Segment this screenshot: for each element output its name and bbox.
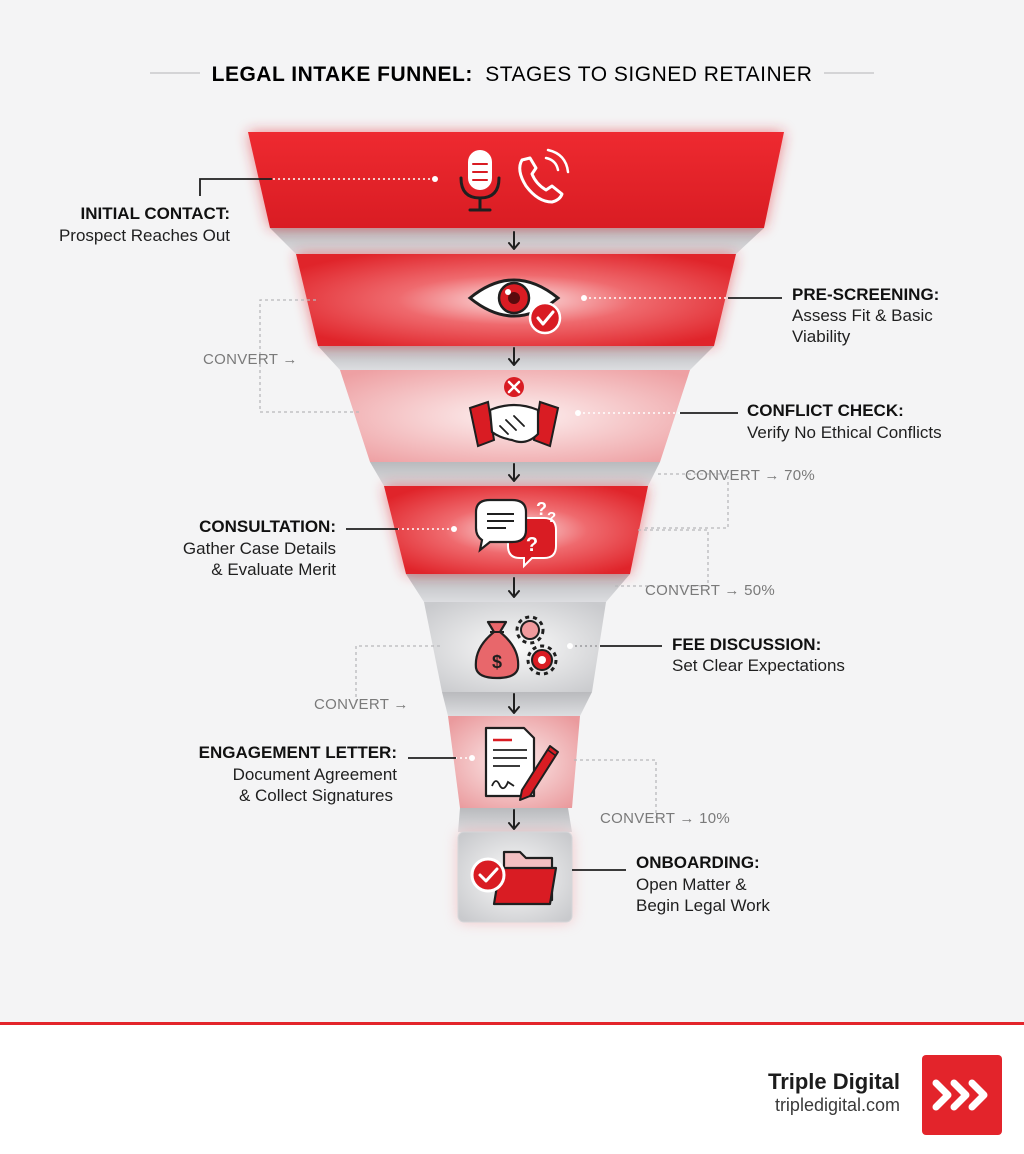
stage-title: CONSULTATION:: [199, 517, 336, 536]
conversion-brackets: [259, 299, 729, 818]
stage-fee-discussion: $: [424, 602, 606, 692]
stage-description: Document Agreement: [233, 765, 398, 784]
stage-description: Open Matter &: [636, 875, 747, 894]
stage-description: Gather Case Details: [183, 539, 336, 558]
eye-check-icon: [467, 278, 562, 335]
down-arrow-icon: [508, 809, 520, 830]
conversion-label: CONVERT → 70%: [685, 467, 815, 484]
brand-url[interactable]: tripledigital.com: [774, 1095, 900, 1115]
folder-check-icon: [470, 850, 558, 906]
stage-description: Prospect Reaches Out: [59, 226, 230, 245]
svg-text:?: ?: [536, 499, 547, 519]
svg-text:?: ?: [547, 509, 556, 526]
down-arrow-icon: [508, 463, 520, 482]
stage-initial-contact: [248, 132, 784, 228]
stage-conflict-check: [340, 370, 690, 462]
conversion-label: CONVERT →: [203, 351, 298, 368]
handshake-x-icon: [468, 377, 560, 448]
stage-consultation: ? ? ?: [384, 486, 648, 574]
stage-title: ONBOARDING:: [636, 853, 760, 872]
money-bag-gears-icon: $: [474, 615, 558, 680]
stage-description: Assess Fit & Basic: [792, 306, 933, 325]
document-pen-icon: [484, 726, 559, 801]
leader-lines: [199, 176, 782, 871]
stage-onboarding: [457, 831, 573, 923]
label-engagement-letter: ENGAGEMENT LETTER: Document Agreement & …: [199, 743, 398, 805]
footer: Triple Digital tripledigital.com: [0, 1022, 1024, 1154]
stage-description: Set Clear Expectations: [672, 656, 845, 675]
stage-description: & Evaluate Merit: [211, 560, 336, 579]
down-arrow-icon: [508, 693, 520, 714]
svg-text:$: $: [492, 652, 502, 672]
stage-description: & Collect Signatures: [239, 786, 393, 805]
triple-chevron-icon: [922, 1055, 1002, 1135]
stage-title: PRE-SCREENING:: [792, 285, 939, 304]
label-consultation: CONSULTATION: Gather Case Details & Eval…: [183, 517, 336, 579]
stage-title: FEE DISCUSSION:: [672, 635, 821, 654]
page-title: LEGAL INTAKE FUNNEL: STAGES TO SIGNED RE…: [150, 63, 874, 86]
stage-title: ENGAGEMENT LETTER:: [199, 743, 397, 762]
label-initial-contact: INITIAL CONTACT: Prospect Reaches Out: [59, 204, 230, 245]
label-pre-screening: PRE-SCREENING: Assess Fit & Basic Viabil…: [792, 285, 939, 346]
stage-pre-screening: [296, 254, 736, 346]
stage-description: Verify No Ethical Conflicts: [747, 423, 942, 442]
stage-engagement-letter: [448, 716, 580, 808]
conversion-label: CONVERT → 10%: [600, 810, 730, 827]
stage-description: Viability: [792, 327, 851, 346]
stage-description: Begin Legal Work: [636, 896, 770, 915]
stage-title: INITIAL CONTACT:: [80, 204, 230, 223]
flow-arrows: [508, 231, 520, 830]
down-arrow-icon: [508, 231, 520, 250]
stage-5-segment: [424, 602, 606, 692]
stage-1-segment: [248, 132, 784, 228]
down-arrow-icon: [508, 577, 520, 598]
chat-question-icon: ? ? ?: [474, 498, 557, 569]
down-arrow-icon: [508, 347, 520, 366]
svg-text:?: ?: [526, 534, 538, 556]
title-bold: LEGAL INTAKE FUNNEL:: [212, 63, 473, 86]
label-onboarding: ONBOARDING: Open Matter & Begin Legal Wo…: [636, 853, 770, 915]
stage-title: CONFLICT CHECK:: [747, 401, 904, 420]
label-fee-discussion: FEE DISCUSSION: Set Clear Expectations: [672, 635, 845, 675]
conversion-label: CONVERT →: [314, 696, 409, 713]
microphone-phone-icon: [459, 148, 570, 212]
title-rest: STAGES TO SIGNED RETAINER: [485, 63, 812, 86]
label-conflict-check: CONFLICT CHECK: Verify No Ethical Confli…: [747, 401, 942, 442]
brand-name: Triple Digital: [767, 1069, 900, 1094]
conversion-label: CONVERT → 50%: [645, 582, 775, 599]
svg-text:LEGAL INTAKE FUNNEL: STA: LEGAL INTAKE FUNNEL: STAGES TO SIGNED RE…: [212, 63, 813, 86]
